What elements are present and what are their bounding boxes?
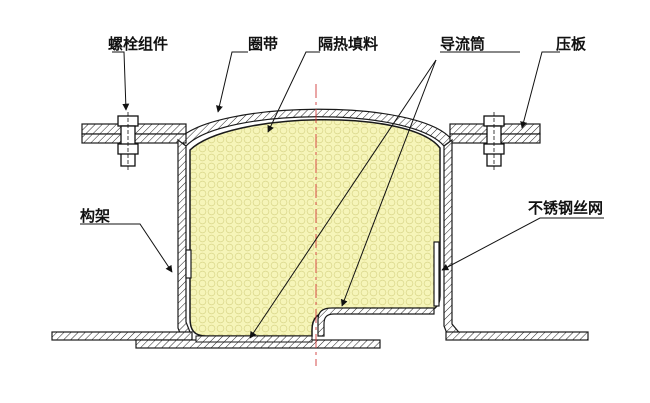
- label-bolt-assembly: 螺栓组件: [108, 35, 168, 53]
- bottom-left-plate: [51, 331, 193, 341]
- guide-tube-bottom: [195, 335, 313, 343]
- label-pressure-plate: 压板: [556, 35, 587, 53]
- stainless-mesh-left: [185, 249, 192, 279]
- insulation-filler-body: [189, 118, 441, 337]
- label-guide-tube: 导流筒: [440, 35, 485, 53]
- right-frame-wall: [443, 138, 464, 337]
- left-frame-wall: [177, 138, 191, 339]
- stainless-mesh-right: [433, 241, 440, 307]
- label-insulation-filler: 隔热填料: [318, 35, 378, 53]
- label-stainless-mesh: 不锈钢丝网: [528, 199, 603, 217]
- guide-tube: [317, 307, 435, 337]
- label-frame: 构架: [80, 207, 110, 225]
- leader-lines: [80, 51, 604, 339]
- left-bolt-icon: [117, 112, 139, 170]
- right-bolt-icon: [483, 112, 505, 170]
- bottom-right-plate: [445, 331, 589, 341]
- label-hoop-band: 圈带: [248, 35, 278, 53]
